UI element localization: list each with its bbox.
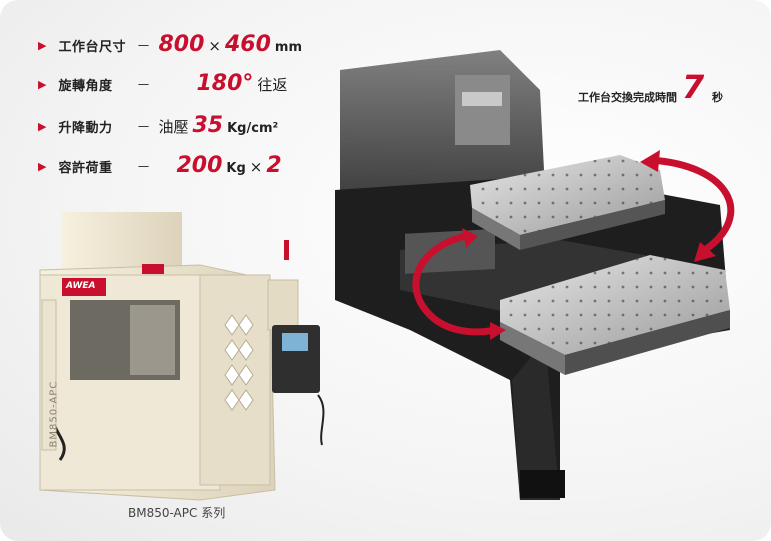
- apc-mechanism-image: [335, 50, 735, 500]
- spec-label: 升降動力: [58, 121, 113, 136]
- spec-unit: Kg/cm²: [227, 121, 279, 136]
- model-caption: BM850-APC 系列: [128, 506, 226, 520]
- exchange-time-unit: 秒: [712, 91, 723, 104]
- spec-dash: －: [136, 160, 151, 176]
- spec-row-lifting-power: ▶ 升降動力 － 油壓 35 Kg/cm²: [38, 113, 278, 141]
- spec-value: 800: [158, 32, 205, 57]
- spec-row-table-size: ▶ 工作台尺寸 － 800 × 460 mm: [38, 32, 302, 60]
- spec-label: 工作台尺寸: [58, 40, 126, 55]
- spec-row-load: ▶ 容許荷重 － 200 Kg × 2: [38, 153, 282, 181]
- spec-value: 200: [176, 153, 223, 178]
- times-sign: ×: [249, 158, 263, 176]
- machine-logo: AWEA: [66, 281, 96, 291]
- spec-prefix: 油壓: [158, 118, 189, 136]
- spec-value: 180°: [196, 71, 254, 96]
- exchange-time-value: 7: [682, 68, 705, 106]
- spec-value: 460: [224, 32, 271, 57]
- spec-row-rotation: ▶ 旋轉角度 － 180° 往返: [38, 71, 287, 99]
- bullet-icon: ▶: [38, 120, 47, 133]
- exchange-time-label: 工作台交換完成時間: [578, 91, 677, 104]
- spec-unit: mm: [274, 40, 303, 55]
- times-sign: ×: [208, 37, 221, 55]
- spec-unit: 往返: [257, 76, 288, 94]
- bullet-icon: ▶: [38, 39, 47, 52]
- spec-value: 35: [192, 113, 224, 138]
- spec-value: 2: [266, 153, 282, 178]
- bullet-icon: ▶: [38, 160, 47, 173]
- spec-label: 旋轉角度: [58, 79, 113, 94]
- bullet-icon: ▶: [38, 78, 47, 91]
- machine-image: [39, 212, 325, 501]
- spec-dash: －: [136, 39, 151, 55]
- spec-dash: －: [136, 120, 151, 136]
- spec-label: 容許荷重: [58, 161, 113, 176]
- spec-dash: －: [136, 78, 151, 94]
- machine-side-text: BM850-APC: [48, 380, 60, 448]
- spec-unit: Kg: [226, 161, 246, 176]
